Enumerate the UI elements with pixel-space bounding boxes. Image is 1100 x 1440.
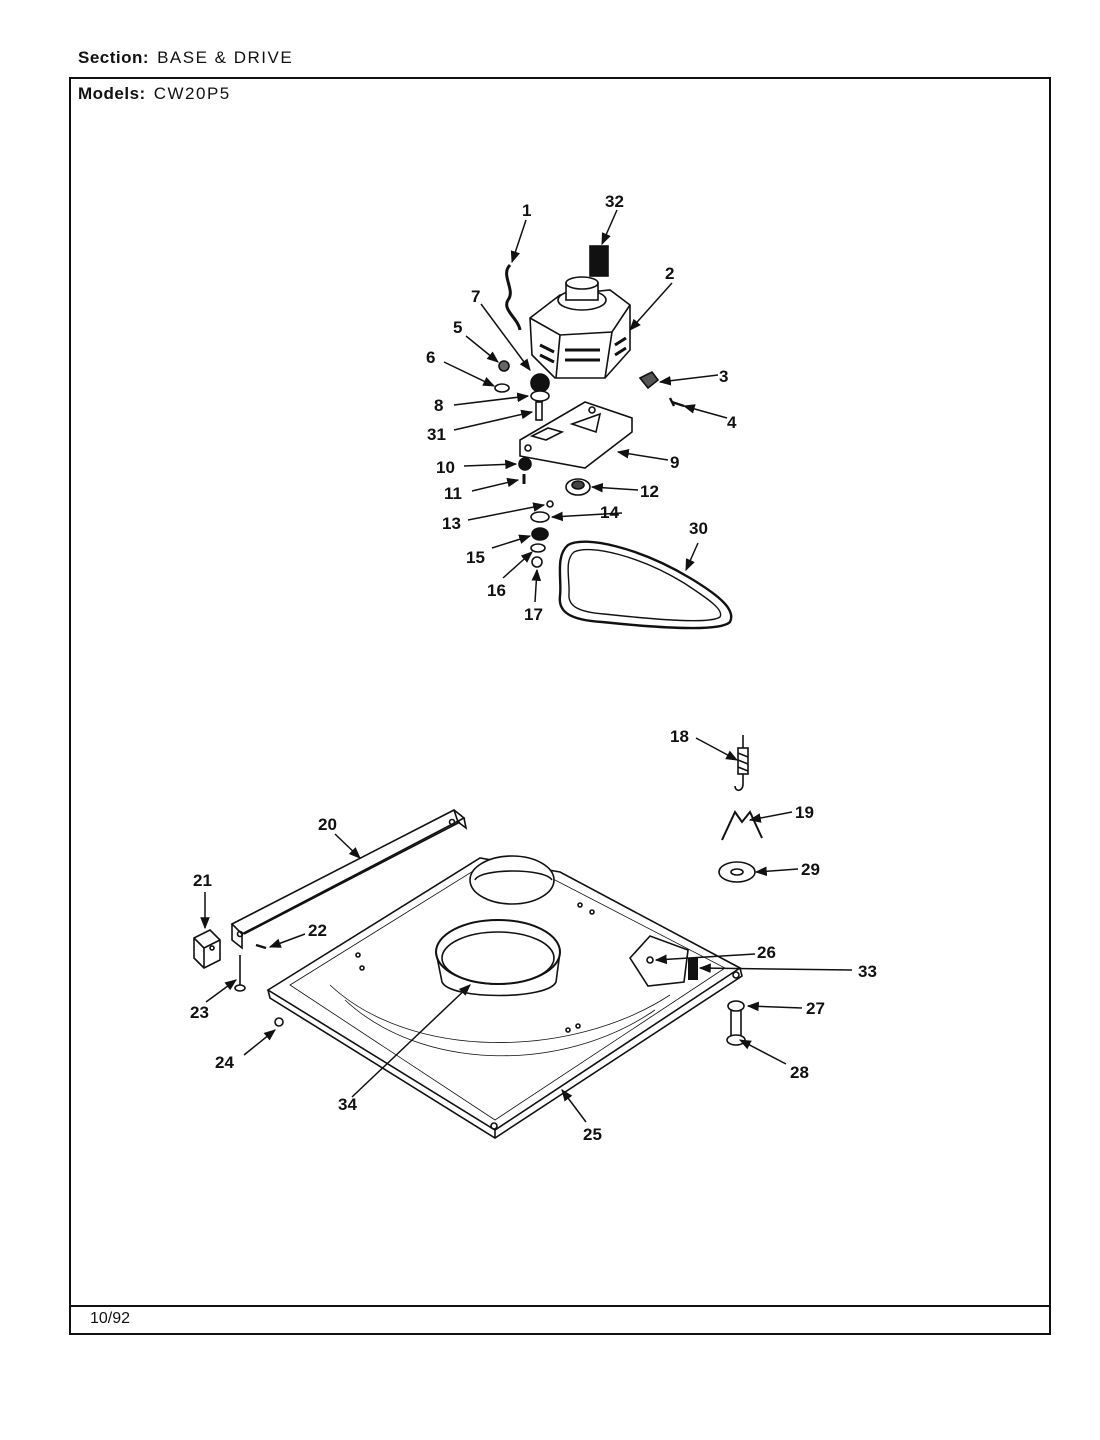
leader-lines <box>200 209 853 1123</box>
part-7-pulley <box>530 373 550 393</box>
part-23-bolt <box>234 955 246 992</box>
part-22-screw <box>255 943 267 950</box>
part-21-bracket <box>193 929 221 969</box>
part-8-spacer <box>530 390 550 402</box>
part-5-screw <box>498 360 510 372</box>
part-28-leg <box>726 1010 746 1046</box>
callout-17: 17 <box>524 605 543 624</box>
part-14-washer <box>530 511 550 523</box>
diagram-frame <box>69 77 1051 1335</box>
part-31-pin <box>535 401 543 421</box>
callout-8: 8 <box>434 396 443 415</box>
callout-22: 22 <box>308 921 327 940</box>
part-29-washer <box>718 861 756 883</box>
part-24-nut <box>274 1017 284 1027</box>
callout-23: 23 <box>190 1003 209 1022</box>
part-2-motor <box>529 245 631 379</box>
models-header: Models: CW20P5 <box>78 84 231 104</box>
callout-24: 24 <box>215 1053 234 1072</box>
part-16-washer <box>530 543 546 553</box>
part-30-belt <box>558 540 733 630</box>
part-4-screw <box>668 397 685 408</box>
models-value: CW20P5 <box>153 84 231 103</box>
part-15-bushing <box>531 527 549 541</box>
part-33-pad <box>688 958 698 980</box>
part-19-clip <box>721 810 763 841</box>
part-3-clip <box>638 370 660 390</box>
part-25-base <box>266 855 743 1139</box>
part-34-ring <box>435 919 561 997</box>
callout-9: 9 <box>670 453 679 472</box>
callout-27: 27 <box>806 999 825 1018</box>
callout-15: 15 <box>466 548 485 567</box>
callout-18: 18 <box>670 727 689 746</box>
part-32-connector <box>589 245 609 277</box>
callout-28: 28 <box>790 1063 809 1082</box>
footer-date: 10/92 <box>90 1310 131 1327</box>
callout-4: 4 <box>727 413 737 432</box>
callout-25: 25 <box>583 1125 602 1144</box>
callout-6: 6 <box>426 348 435 367</box>
callout-34: 34 <box>338 1095 357 1114</box>
callout-19: 19 <box>795 803 814 822</box>
part-6-washer <box>494 383 510 393</box>
part-18-spring <box>734 735 749 792</box>
callout-11: 11 <box>444 484 462 503</box>
callout-1: 1 <box>522 201 531 220</box>
section-label: Section: <box>78 48 150 67</box>
callout-7: 7 <box>471 287 480 306</box>
part-9-mount-plate <box>519 401 633 469</box>
callout-14: 14 <box>600 503 619 522</box>
section-value: BASE & DRIVE <box>157 48 294 67</box>
part-10-nut <box>518 457 532 471</box>
part-20-rail <box>230 809 468 950</box>
callout-13: 13 <box>442 514 461 533</box>
callout-30: 30 <box>689 519 708 538</box>
callout-10: 10 <box>436 458 455 477</box>
callout-29: 29 <box>801 860 820 879</box>
part-12-idler <box>565 478 591 496</box>
callout-32: 32 <box>605 192 624 211</box>
callout-16: 16 <box>487 581 506 600</box>
callout-31: 31 <box>427 425 446 444</box>
callout-20: 20 <box>318 815 337 834</box>
footer-divider <box>69 1305 1051 1307</box>
callout-21: 21 <box>193 871 212 890</box>
callout-2: 2 <box>665 264 674 283</box>
callout-5: 5 <box>453 318 462 337</box>
callout-3: 3 <box>719 367 728 386</box>
callout-12: 12 <box>640 482 659 501</box>
part-1-wire <box>505 263 522 331</box>
models-label: Models: <box>78 84 146 103</box>
callout-numbers: 1 2 3 4 5 6 7 8 31 9 10 11 12 13 14 15 1… <box>190 192 877 1144</box>
callout-26: 26 <box>757 943 776 962</box>
part-13-pin <box>546 500 554 508</box>
callout-33: 33 <box>858 962 877 981</box>
part-17-nut <box>531 556 543 568</box>
section-header: Section: BASE & DRIVE <box>78 48 293 68</box>
part-27-nut <box>727 1000 745 1012</box>
